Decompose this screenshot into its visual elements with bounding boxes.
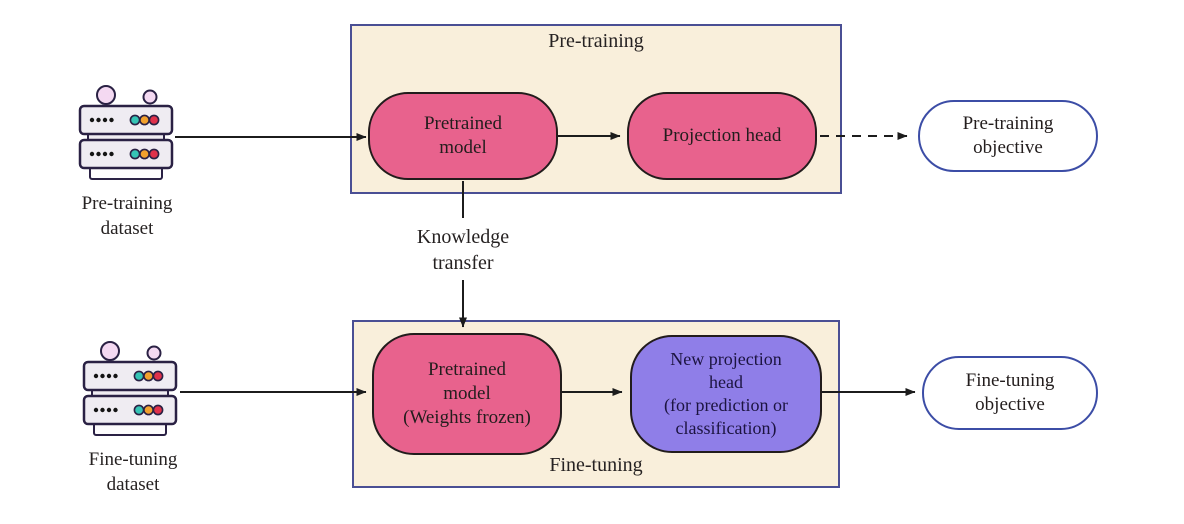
pretraining-dataset-icon [74,84,178,188]
new-projection-head-node: New projection head (for prediction or c… [630,335,822,453]
pretrained-model-frozen-node: Pretrained model (Weights frozen) [372,333,562,455]
pretraining-dataset-label: Pre-training dataset [81,193,173,239]
pretraining-panel-title: Pre-training [548,30,644,52]
pretrained-model-node: Pretrained model [368,92,558,180]
finetuning-panel-title: Fine-tuning [549,454,643,476]
knowledge-transfer-label: Knowledge transfer [416,226,510,274]
finetuning-dataset-icon [78,340,182,444]
server-stack-icon [78,85,174,180]
finetuning-dataset-label: Fine-tuning dataset [88,449,178,495]
projection-head-node: Projection head [627,92,817,180]
finetuning-objective-node: Fine-tuning objective [922,356,1098,430]
server-stack-icon [82,341,178,436]
pretraining-objective-node: Pre-training objective [918,100,1098,172]
